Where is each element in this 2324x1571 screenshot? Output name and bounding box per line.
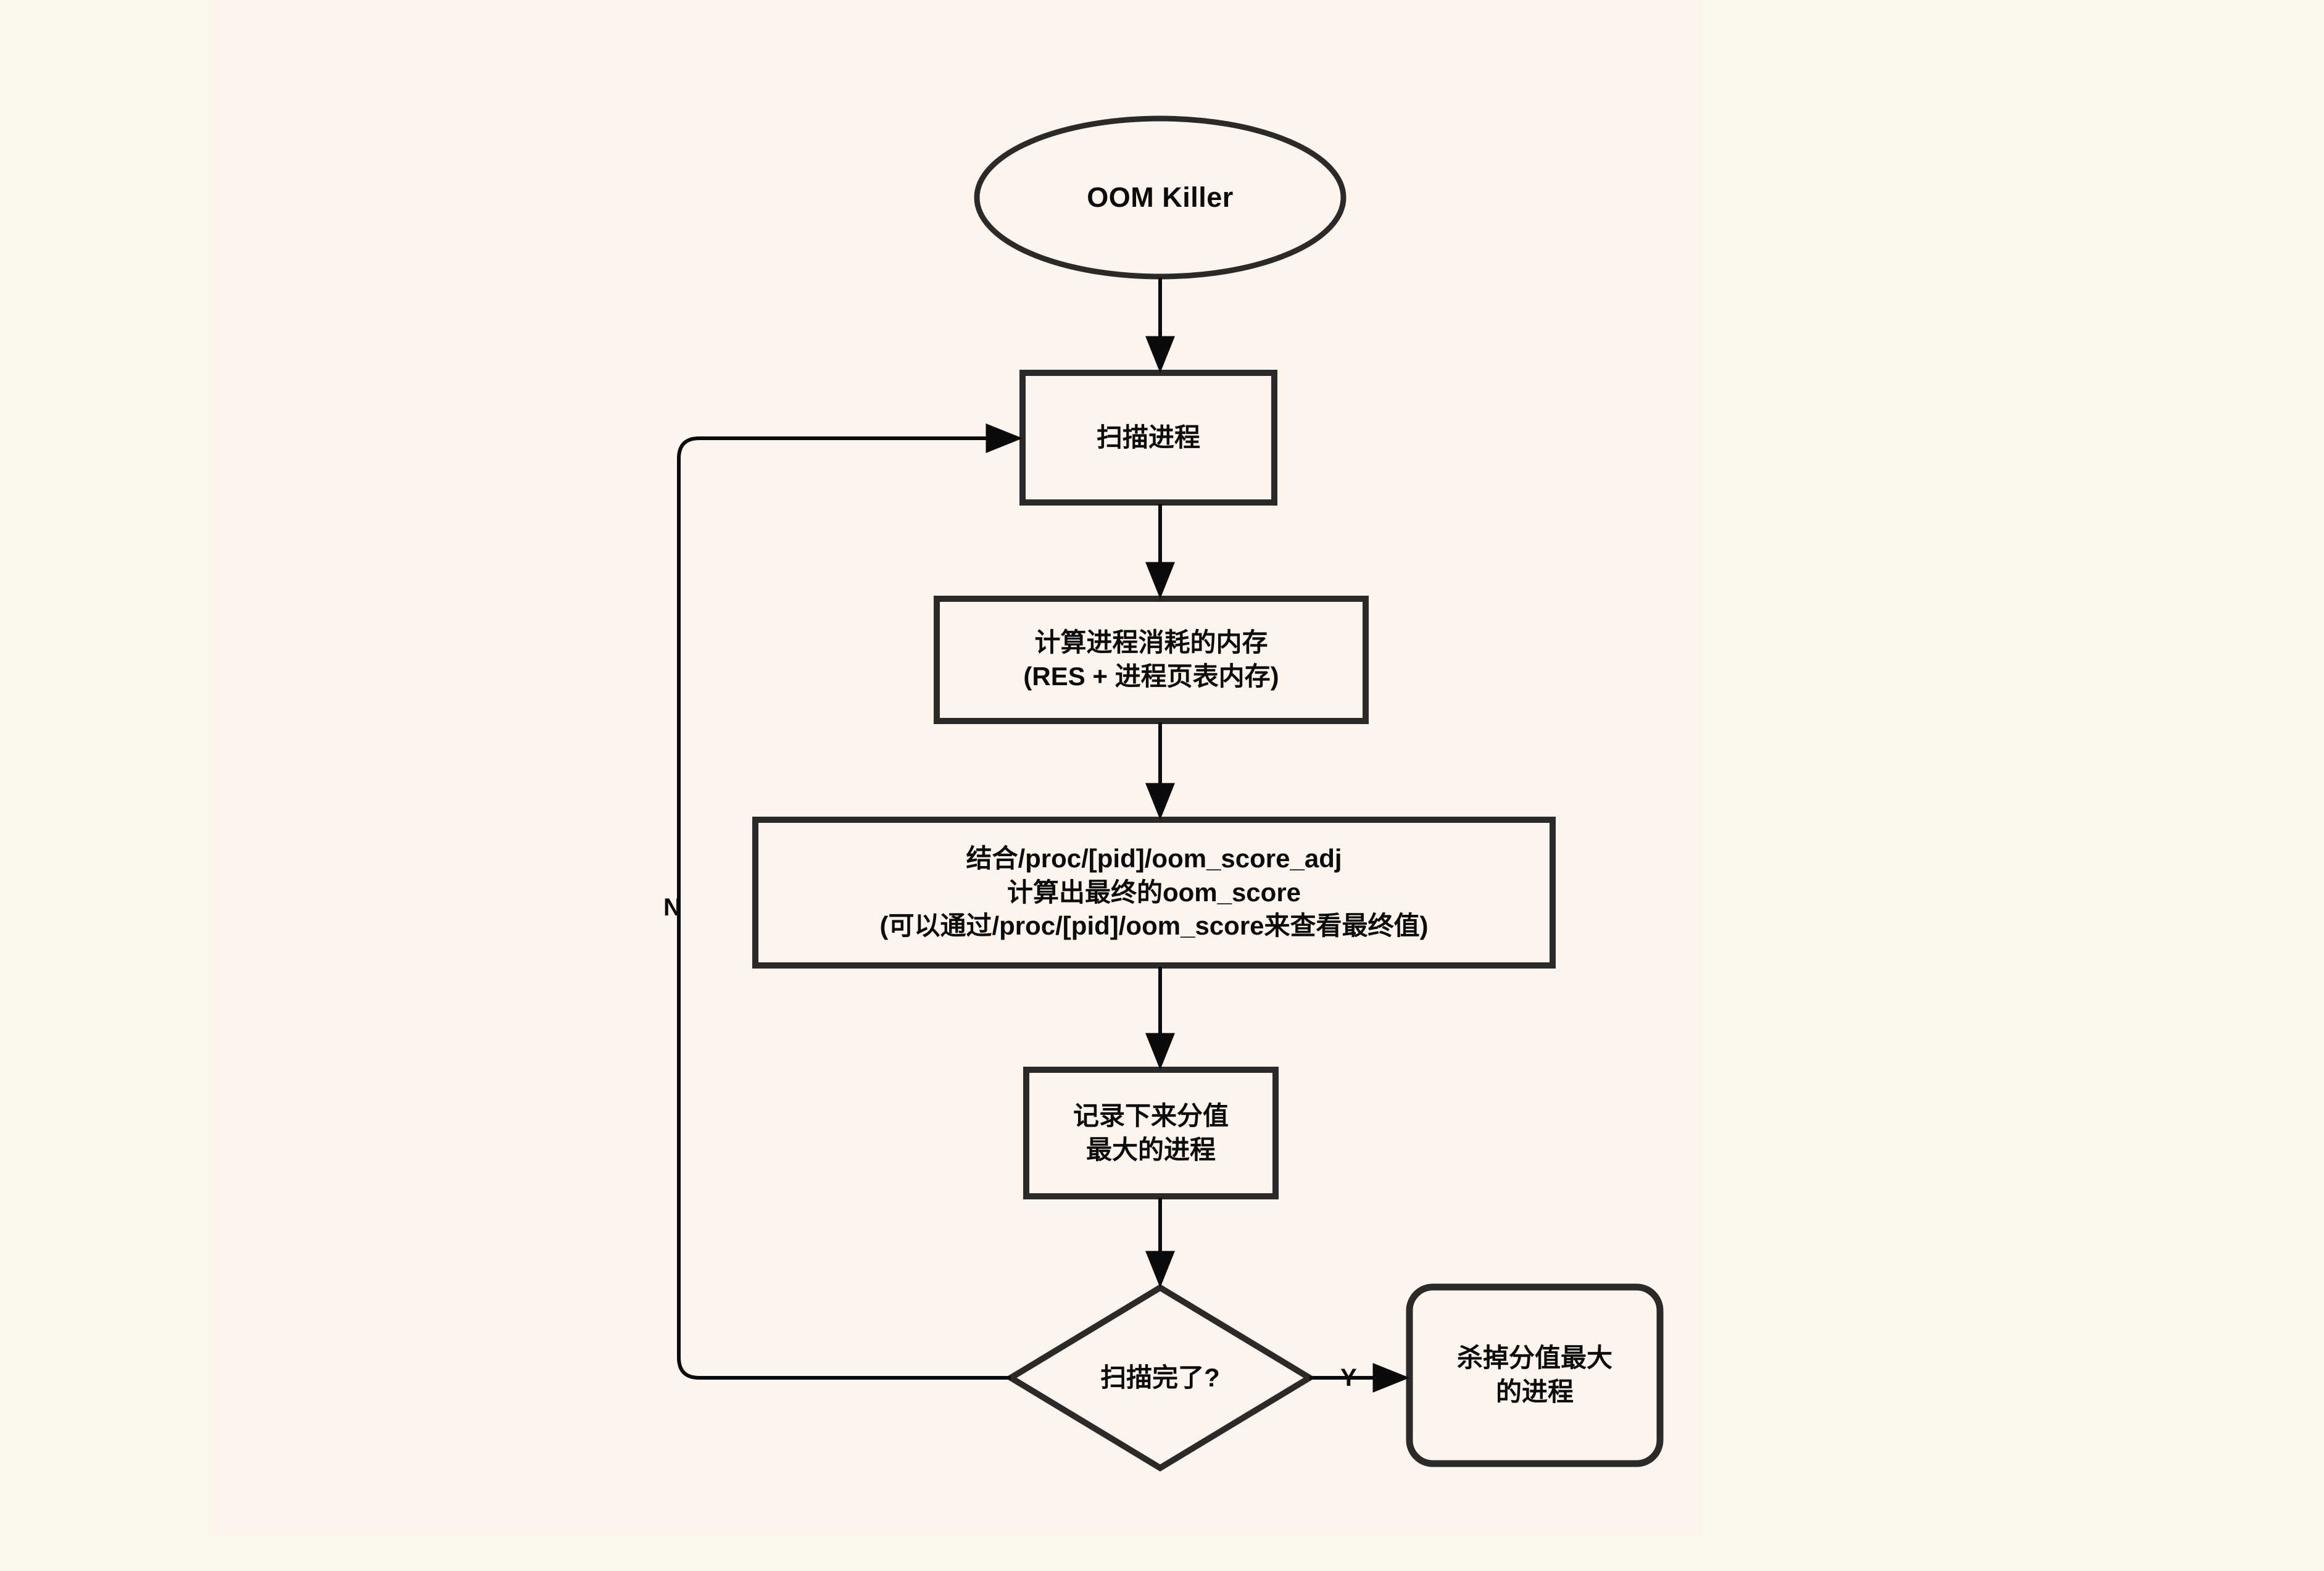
node-calc-mem-shape[interactable] [934, 596, 1369, 724]
edge-scan-done-to-scan-loop [677, 423, 1023, 1380]
diagram-canvas-background [211, 0, 1702, 1535]
node-scan-done-shape[interactable] [1005, 1284, 1316, 1472]
node-calc-score-shape[interactable] [752, 817, 1556, 969]
node-scan-shape[interactable] [1019, 370, 1277, 506]
node-record-max-shape[interactable] [1023, 1067, 1279, 1199]
node-start-shape[interactable] [974, 115, 1347, 280]
node-kill-shape[interactable] [1406, 1283, 1664, 1467]
